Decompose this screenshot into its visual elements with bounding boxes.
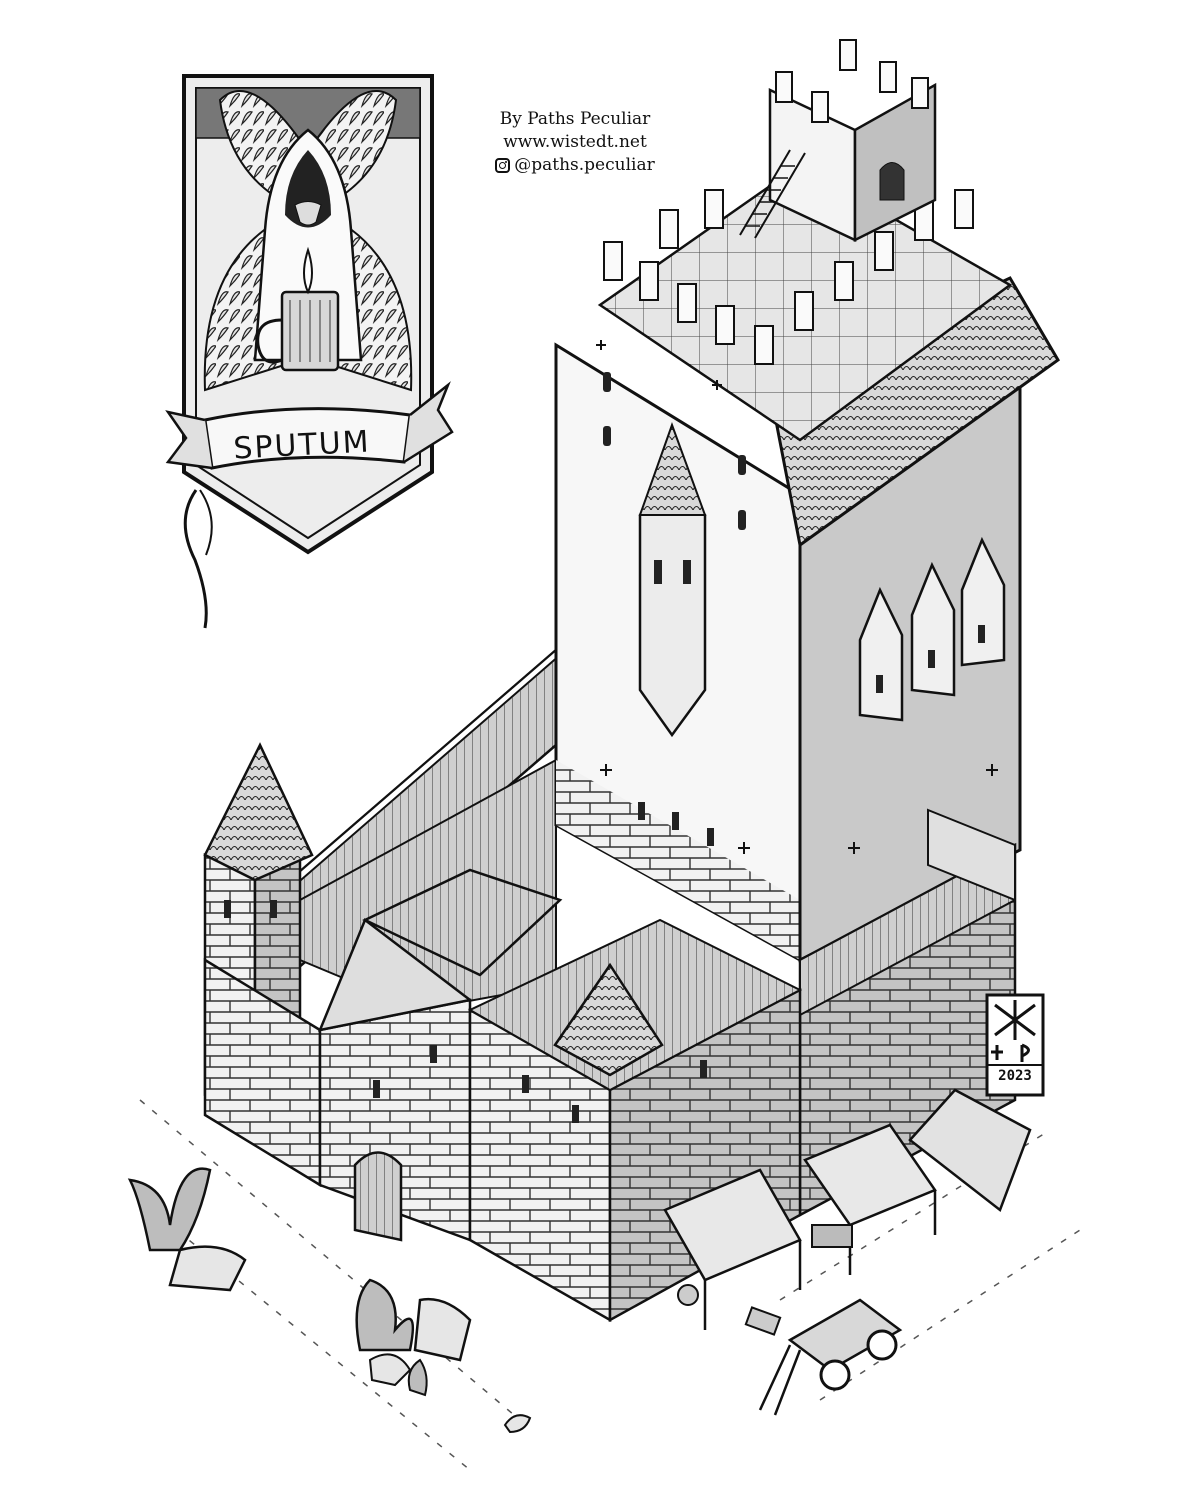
plants-and-rocks <box>127 1167 532 1434</box>
keep-tower <box>554 39 1060 963</box>
market-stalls <box>663 1088 1032 1330</box>
signature-year: 2023 <box>998 1068 1032 1084</box>
cart <box>744 1298 903 1416</box>
instagram-handle[interactable]: @paths.peculiar <box>514 155 655 175</box>
rune-monogram-icon <box>985 993 1045 1097</box>
crest <box>165 74 454 629</box>
instagram-icon <box>495 158 511 173</box>
website-link[interactable]: www.wistedt.net <box>503 132 647 152</box>
gatehouse <box>203 868 563 1242</box>
ground-road <box>139 1099 1081 1471</box>
front-wall <box>467 918 803 1323</box>
author-credit: By Paths Peculiar <box>499 109 651 129</box>
credits-block: By Paths Peculiar www.wistedt.net @paths… <box>470 108 680 180</box>
